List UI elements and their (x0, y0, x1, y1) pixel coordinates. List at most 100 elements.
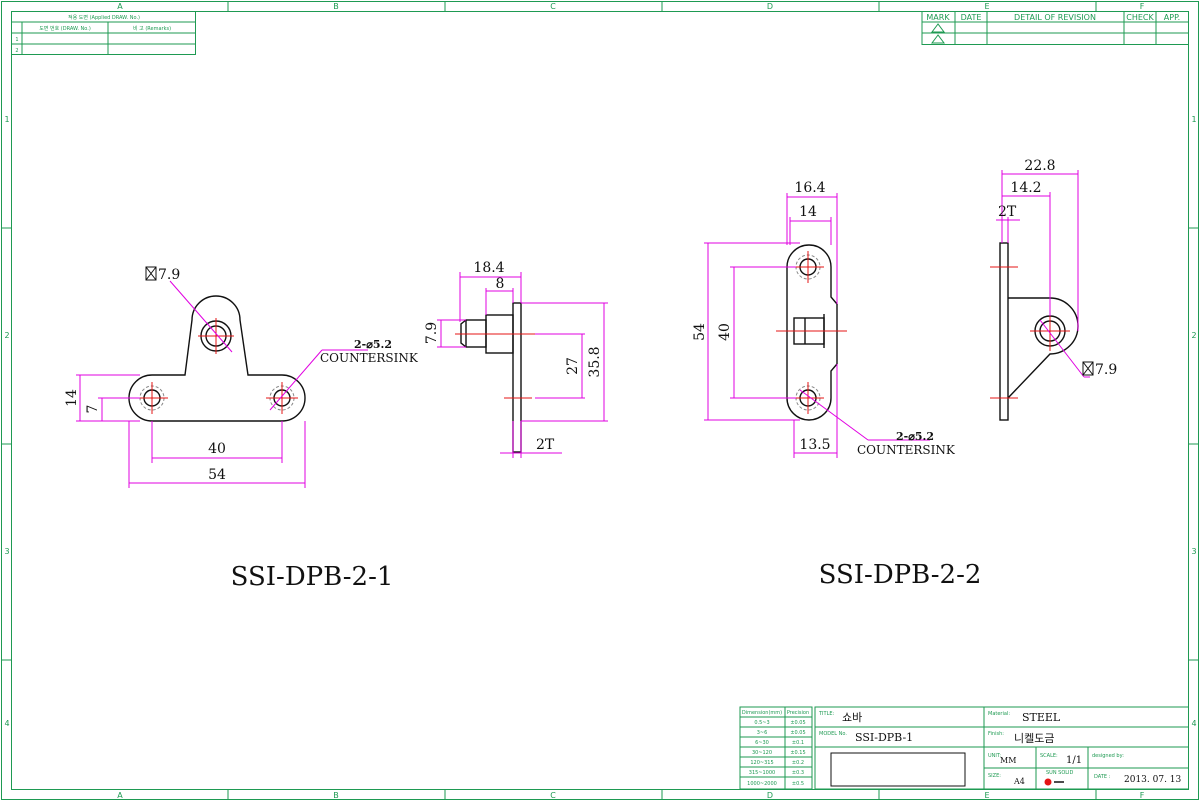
revision-triangle-icon (931, 23, 945, 44)
col-label-c: C (550, 2, 556, 11)
part1-side-dim-7-9: 7.9 (424, 322, 440, 344)
size-label: SIZE: (988, 773, 1001, 779)
model-label: MODEL No. (819, 731, 847, 737)
part1-countersink-note: COUNTERSINK (320, 351, 419, 365)
part1-side-view (455, 302, 535, 453)
part2-label: SSI-DPB-2-2 (819, 560, 982, 590)
row-label-1: 1 (4, 115, 9, 124)
col-label-e-bottom: E (984, 791, 989, 800)
part1-dim-54: 54 (208, 467, 226, 483)
tolerance-row-4-range: 30~120 (752, 750, 772, 756)
part2-dim-14: 14 (799, 204, 817, 220)
scale-label: SCALE: (1040, 753, 1058, 759)
size-value: A4 (1013, 777, 1025, 786)
title-label: TITLE: (818, 711, 835, 717)
revision-header-check: CHECK (1126, 13, 1154, 22)
material-label: Material: (988, 711, 1010, 717)
applied-table-title: 적용 도면 (Applied DRAW. No.) (68, 14, 140, 21)
applied-table-row-1: 1 (15, 37, 18, 43)
unit-value: MM (1000, 756, 1016, 765)
col-label-d-bottom: D (767, 791, 773, 800)
tolerance-row-6-range: 315~1000 (749, 770, 775, 776)
date-value: 2013. 07. 13 (1124, 775, 1182, 785)
col-label-c-bottom: C (550, 791, 556, 800)
part1-side-dim-35-8: 35.8 (587, 346, 603, 377)
part2-dim-16-4: 16.4 (794, 180, 825, 196)
tolerance-row-3-prec: ±0.1 (792, 740, 804, 746)
tolerance-header-dimension: Dimension(mm) (742, 710, 782, 716)
part2-side-dim-2t: 2T (998, 204, 1017, 220)
tolerance-row-2-range: 3~6 (757, 730, 768, 736)
row-label-4: 4 (4, 719, 9, 728)
tolerance-table: Dimension(mm) Precision 0.5~3 ±0.05 3~6 … (739, 706, 813, 790)
part2-dim-40: 40 (717, 323, 733, 341)
part1-dim-40: 40 (208, 441, 226, 457)
col-label-a: A (117, 2, 123, 11)
company-logo: SUN SOLID (1044, 770, 1074, 786)
part2-dim-13-5: 13.5 (799, 437, 830, 453)
revision-header-app: APP. (1164, 13, 1180, 22)
row-label-4-right: 4 (1191, 719, 1196, 728)
part1-side-dim-18-4: 18.4 (473, 260, 504, 276)
col-label-d: D (767, 2, 773, 11)
row-label-3-right: 3 (1191, 547, 1196, 556)
row-label-3: 3 (4, 547, 9, 556)
title-block: TITLE: 쇼바 MODEL No. SSI-DPB-1 Material: … (814, 706, 1189, 790)
finish-label: Finish: (988, 731, 1004, 737)
row-label-2: 2 (4, 331, 9, 340)
model-value: SSI-DPB-1 (855, 731, 913, 744)
part1-front-dimensions: 14 7 40 54 7.9 2-⌀5.2 COUNTERSINK (64, 266, 419, 488)
applied-table-col-remarks: 비 고 (Remarks) (133, 25, 171, 32)
part1-side-dimensions: 18.4 8 7.9 35.8 27 2T (424, 260, 608, 458)
scale-value: 1/1 (1066, 755, 1082, 766)
company-logo-text: SUN SOLID (1046, 770, 1074, 776)
part1-square-symbol (145, 266, 157, 281)
part1-dim-7: 7 (85, 405, 101, 414)
tolerance-row-6-prec: ±0.3 (792, 770, 804, 776)
title-image-box (830, 752, 966, 787)
part2-hole-note: 2-⌀5.2 (896, 430, 934, 443)
part1-side-dim-8: 8 (496, 276, 505, 292)
tolerance-row-7-range: 1000~2000 (747, 781, 777, 787)
part1-label: SSI-DPB-2-1 (231, 562, 394, 592)
material-value: STEEL (1022, 711, 1061, 724)
tolerance-row-5-prec: ±0.2 (792, 760, 804, 766)
designed-label: designed by: (1092, 753, 1124, 759)
revision-header-detail: DETAIL OF REVISION (1014, 13, 1096, 22)
part2-countersink-note: COUNTERSINK (857, 443, 956, 457)
tolerance-row-2-prec: ±0.05 (790, 730, 805, 736)
part2-side-dim-14-2: 14.2 (1010, 180, 1041, 196)
revision-header-date: DATE (961, 13, 982, 22)
tolerance-row-1-range: 0.5~3 (754, 720, 769, 726)
tolerance-header-precision: Precision (787, 710, 809, 716)
col-label-f: F (1140, 2, 1145, 11)
applied-drawing-table: 적용 도면 (Applied DRAW. No.) 도면 번호 (DRAW. N… (11, 11, 196, 55)
part1-hole-note: 2-⌀5.2 (354, 338, 392, 351)
tolerance-row-1-prec: ±0.05 (790, 720, 805, 726)
finish-value: 니켈도금 (1014, 732, 1054, 745)
tolerance-row-7-prec: ±0.5 (792, 781, 804, 787)
part2-side-dim-22-8: 22.8 (1024, 158, 1055, 174)
revision-table: MARK DATE DETAIL OF REVISION CHECK APP. (921, 11, 1189, 45)
applied-table-row-2: 2 (15, 48, 18, 54)
title-value: 쇼바 (842, 711, 862, 724)
part2-side-view (990, 242, 1079, 421)
row-label-1-right: 1 (1191, 115, 1196, 124)
part2-front-view (776, 244, 847, 421)
col-label-f-bottom: F (1140, 791, 1145, 800)
col-label-b-bottom: B (333, 791, 339, 800)
applied-table-col-drawno: 도면 번호 (DRAW. No.) (39, 25, 91, 32)
tolerance-row-3-range: 6~30 (755, 740, 769, 746)
tolerance-row-4-prec: ±0.15 (790, 750, 805, 756)
revision-header-mark: MARK (926, 13, 950, 22)
part1-front-view (128, 295, 306, 422)
part1-side-dim-27: 27 (565, 357, 581, 375)
row-label-2-right: 2 (1191, 331, 1196, 340)
part1-dim-14: 14 (64, 389, 80, 407)
part2-side-dimensions: 22.8 14.2 2T 7.9 (996, 158, 1117, 378)
unit-label: UNIT: (988, 753, 1001, 759)
col-label-b: B (333, 2, 339, 11)
col-label-a-bottom: A (117, 791, 123, 800)
